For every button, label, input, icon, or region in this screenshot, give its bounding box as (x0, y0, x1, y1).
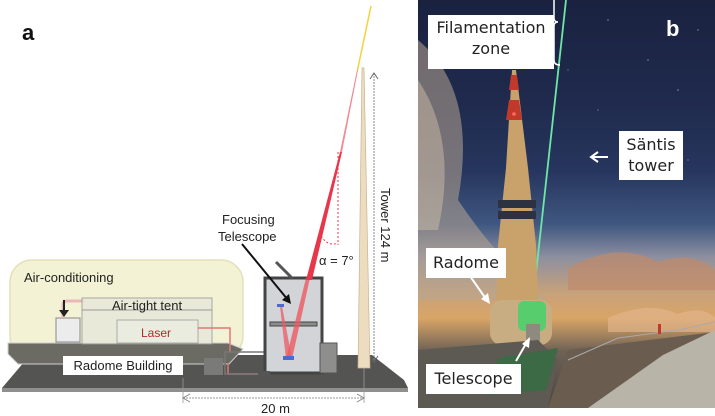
support-block (204, 358, 223, 375)
primary-mirror (283, 356, 294, 360)
telescope-pointer-arrow-icon (282, 294, 291, 304)
filamentation-zone-line1: Filamentation (436, 18, 546, 37)
panel-a-label: a (22, 20, 35, 45)
focused-beam (286, 278, 310, 359)
filament-beam (356, 5, 372, 71)
focusing-telescope-label-line2: Telescope (218, 229, 277, 244)
beam-fade (340, 70, 358, 152)
panel-b-label: b (666, 16, 680, 41)
telescope-mid-floor (269, 321, 318, 327)
ground-platform-edge (2, 388, 408, 392)
angle-arc (320, 235, 339, 245)
filamentation-bracket (553, 0, 561, 66)
clouds-horizon (608, 307, 715, 332)
clouds-right (568, 252, 715, 290)
air-conditioning-label: Air-conditioning (24, 270, 114, 285)
radome-label: Radome (426, 248, 506, 278)
clouds-left-highlight (418, 80, 445, 230)
telescope-hatch (274, 260, 294, 280)
telescope-label: Telescope (426, 364, 521, 394)
radome-green-glow (518, 301, 546, 331)
beam-path-pipe (198, 327, 231, 352)
reflected-beam (280, 306, 292, 359)
telescope-pointer-line (241, 243, 289, 301)
base-block (258, 371, 270, 377)
telescope-arrow-icon (522, 337, 530, 348)
radome-arrow-shaft (469, 275, 487, 300)
tower-height-label: Tower 124 m (378, 188, 393, 263)
laser-box (116, 319, 199, 344)
beam-angle-label: α = 7° (319, 253, 354, 268)
height-arrow-top-icon (369, 72, 379, 80)
secondary-mirror (277, 304, 284, 307)
tower-beacon-light (512, 112, 516, 116)
tower-red-band-top (509, 75, 519, 90)
side-cabinet (319, 342, 338, 374)
air-tight-tent-label: Air-tight tent (112, 298, 183, 313)
radome-arrow-icon (481, 293, 490, 304)
panel-a-schematic: a Air-conditioning Air-tight tent Laser … (2, 5, 408, 416)
setup-schematic-drawing (2, 5, 408, 403)
distance-label: 20 m (261, 401, 290, 416)
filamentation-zone-label: Filamentation zone (428, 15, 554, 69)
filamentation-zone-line2: zone (471, 39, 511, 58)
radome-building-label: Radome Building (63, 356, 183, 375)
clouds-left (418, 40, 548, 300)
tower-window-band-1 (498, 200, 536, 208)
railing (567, 321, 715, 361)
staircase-wall (588, 330, 715, 408)
santis-tower-line1: Säntis (626, 135, 676, 154)
height-arrow-bottom-icon (369, 355, 379, 363)
santis-tower-drawing (357, 67, 371, 369)
outgoing-laser-beam (306, 152, 342, 280)
santis-arrow-icon (589, 151, 599, 163)
santis-tower-label: Säntis tower (619, 131, 683, 180)
tower-red-band-bottom (506, 100, 522, 120)
distance-arrow-left-icon (181, 393, 191, 403)
panel-b-photograph: b Filamentation zone Säntis tower Radome… (418, 0, 715, 408)
santis-tower-line2: tower (628, 156, 674, 175)
laser-label: Laser (141, 326, 172, 340)
distance-arrow-right-icon (356, 393, 366, 403)
air-conditioning-unit (55, 317, 81, 343)
person (658, 324, 661, 334)
arrow-head-icon (59, 310, 69, 317)
focusing-telescope-label-line1: Focusing (222, 212, 275, 227)
tower-window-band-2 (498, 211, 536, 219)
